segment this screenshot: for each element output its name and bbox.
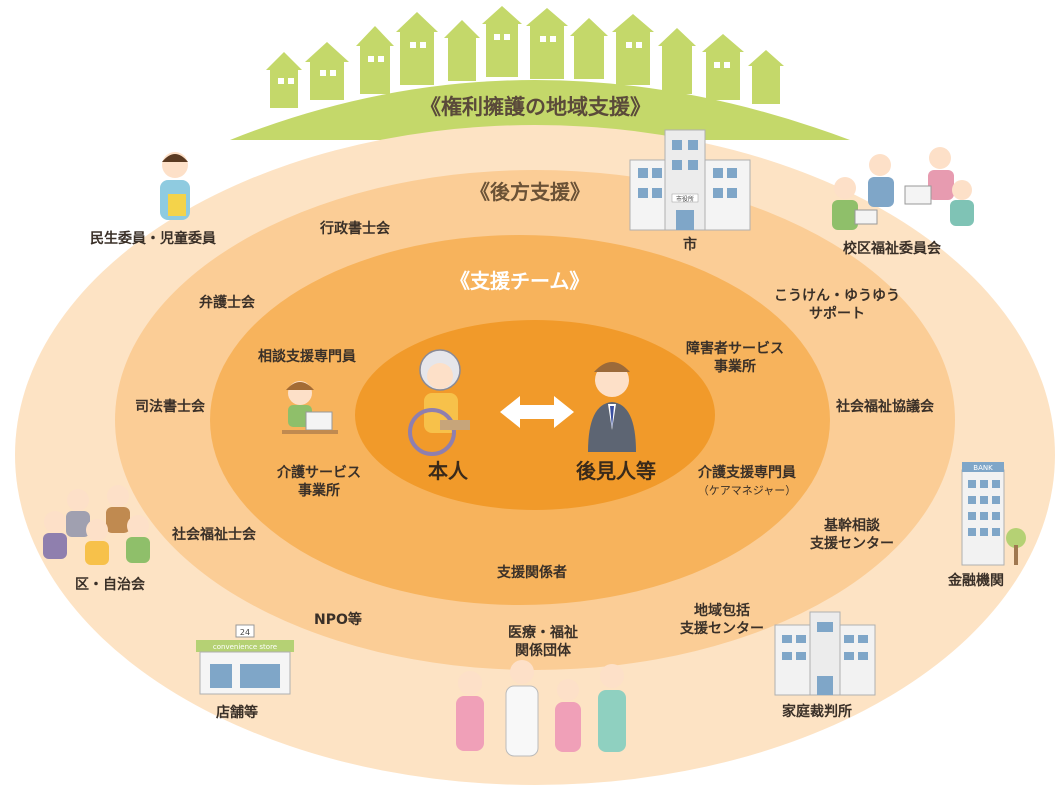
kouken-support-label: こうけん・ゆうゆう サポート [762, 287, 912, 323]
store-sign: convenience store [213, 643, 277, 651]
care-manager-line1: 介護支援専門員 [698, 465, 796, 481]
convenience-store-icon: 24 convenience store [196, 624, 294, 695]
elderly-person-wheelchair-icon [408, 349, 470, 456]
care-manager-label: 介護支援専門員 （ケアマネジャー） [692, 464, 802, 500]
outer-title: 《権利擁護の地域支援》 [420, 95, 651, 119]
medical-welfare-staff-group-icon [456, 660, 626, 757]
social-welfare-council-label: 社会福祉協議会 [836, 399, 934, 415]
care-service-line1: 介護サービス [277, 465, 361, 481]
ward-association-label: 区・自治会 [75, 577, 145, 593]
community-center-line1: 地域包括 [694, 603, 750, 619]
welfare-commissioner-person-icon [160, 152, 190, 220]
medical-welfare-label: 医療・福祉 関係団体 [493, 624, 593, 660]
school-district-committee-label: 校区福祉委員会 [843, 241, 941, 257]
core-center-line1: 基幹相談 [824, 518, 880, 534]
town-skyline [230, 6, 850, 140]
kouken-line1: こうけん・ゆうゆう [774, 288, 900, 304]
family-court-icon [774, 611, 876, 696]
welfare-commissioner-label: 民生委員・児童委員 [90, 231, 216, 247]
school-district-committee-group-icon [832, 147, 974, 230]
bank-building-icon: BANK [961, 462, 1026, 566]
lawyer-label: 弁護士会 [199, 295, 255, 311]
consult-specialist-label: 相談支援専門員 [258, 349, 356, 365]
ward-residents-group-icon [43, 485, 150, 565]
guardian-person-icon [588, 362, 636, 452]
medical-line1: 医療・福祉 [508, 625, 578, 641]
financial-institution-label: 金融機関 [948, 573, 1004, 589]
judicial-scrivener-label: 司法書士会 [135, 399, 205, 415]
middle-title: 《後方支援》 [470, 180, 590, 204]
core-center-line2: 支援センター [810, 536, 894, 552]
care-service-label: 介護サービス 事業所 [264, 464, 374, 500]
core-consult-center-label: 基幹相談 支援センター [802, 517, 902, 553]
care-manager-note: （ケアマネジャー） [697, 484, 797, 497]
store-number-sign: 24 [240, 628, 250, 637]
city-label: 市 [683, 237, 697, 253]
disability-service-line1: 障害者サービス [686, 341, 784, 357]
disability-service-line2: 事業所 [714, 359, 756, 375]
person-label: 本人 [428, 459, 468, 483]
shops-label: 店舗等 [216, 705, 258, 721]
stakeholders-label: 支援関係者 [497, 565, 567, 581]
disability-service-label: 障害者サービス 事業所 [680, 340, 790, 376]
community-center-line2: 支援センター [680, 621, 764, 637]
inner-title: 《支援チーム》 [450, 269, 590, 293]
community-support-center-label: 地域包括 支援センター [672, 602, 772, 638]
social-worker-label: 社会福祉士会 [172, 527, 256, 543]
guardian-label: 後見人等 [576, 459, 656, 483]
family-court-label: 家庭裁判所 [782, 704, 852, 720]
double-arrow-icon [500, 396, 574, 428]
kouken-line2: サポート [809, 306, 865, 322]
city-hall-icon: 市役所 [629, 129, 751, 231]
medical-line2: 関係団体 [515, 643, 571, 659]
city-hall-sign: 市役所 [676, 195, 694, 203]
admin-scrivener-label: 行政書士会 [320, 221, 390, 237]
npo-label: NPO等 [314, 612, 362, 628]
care-service-line2: 事業所 [298, 483, 340, 499]
consultant-at-desk-icon [282, 381, 338, 434]
bank-sign: BANK [973, 464, 993, 472]
